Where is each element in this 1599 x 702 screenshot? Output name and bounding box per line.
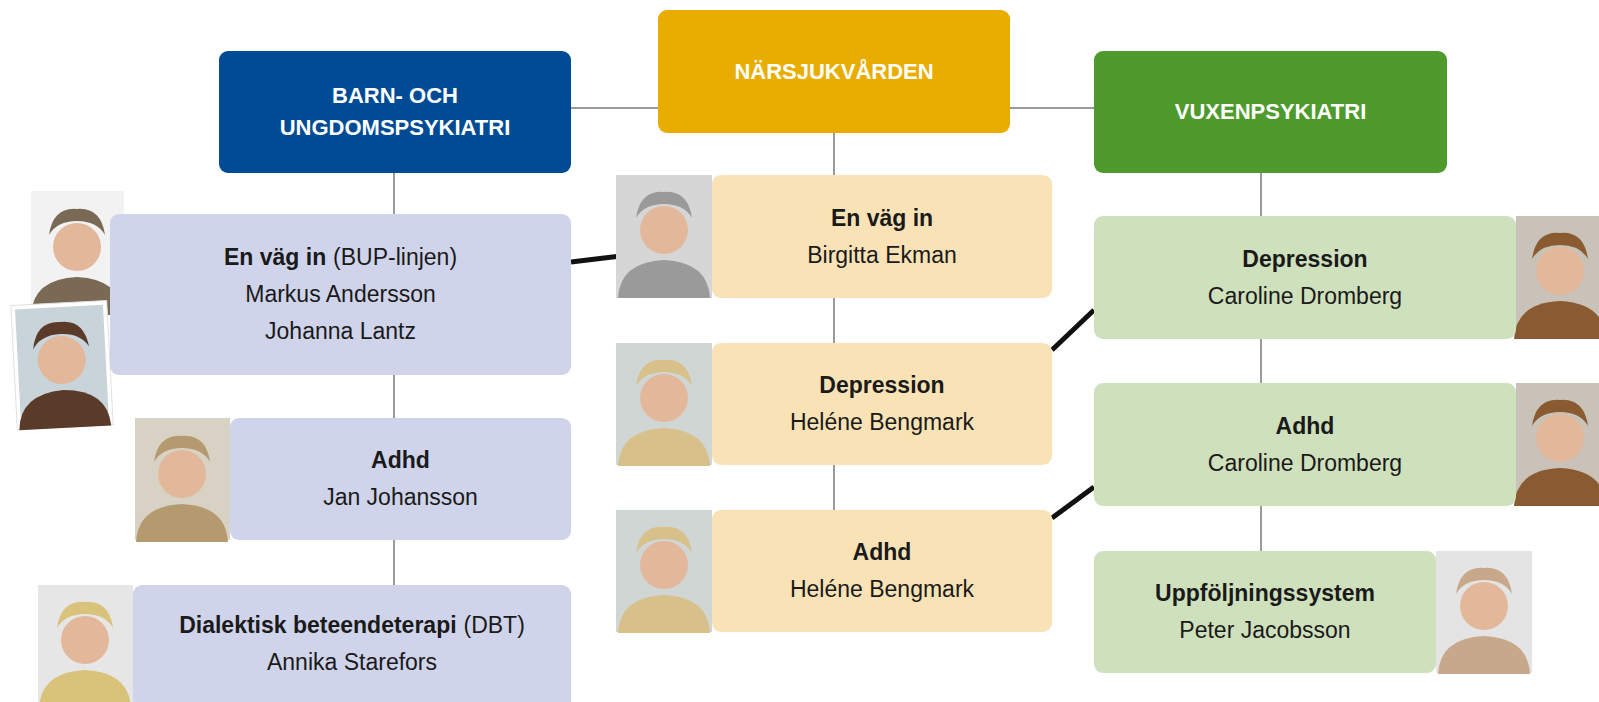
portrait-photo xyxy=(1514,216,1599,339)
header-text: BARN- OCH UNGDOMSPSYKIATRI xyxy=(280,83,511,140)
person-name: Caroline Dromberg xyxy=(1208,278,1402,315)
text-line: Dialektisk beteendeterapi (DBT) xyxy=(179,607,525,644)
hierarchy-line xyxy=(1260,339,1262,383)
process-heading: Adhd xyxy=(1276,413,1335,439)
team-box: AdhdHeléne Bengmark xyxy=(712,510,1052,632)
hierarchy-line xyxy=(571,107,658,109)
team-box: Dialektisk beteendeterapi (DBT) Annika Sta… xyxy=(133,585,571,702)
person-name: Jan Johansson xyxy=(323,479,478,516)
portrait-photo xyxy=(11,301,113,431)
process-heading: En väg in xyxy=(831,205,933,231)
heading-note: (DBT) xyxy=(463,612,524,638)
text-line: Depression xyxy=(1242,241,1367,278)
portrait-photo xyxy=(616,175,712,298)
team-box: En väg in Birgitta Ekman xyxy=(712,175,1052,298)
portrait-photo xyxy=(135,418,230,542)
team-box: AdhdCaroline Dromberg xyxy=(1094,383,1516,506)
person-name: Annika Starefors xyxy=(267,644,437,681)
portrait-photo xyxy=(38,585,133,702)
person-name: Johanna Lantz xyxy=(265,313,416,350)
person-name: Markus Andersson xyxy=(245,276,435,313)
text-line: Depression xyxy=(819,367,944,404)
heading-note: (BUP-linjen) xyxy=(333,244,457,270)
hierarchy-line xyxy=(1260,506,1262,551)
person-name: Heléne Bengmark xyxy=(790,404,974,441)
portrait-photo xyxy=(616,510,712,633)
text-line: En väg in xyxy=(831,200,933,237)
hierarchy-line xyxy=(833,133,835,175)
hierarchy-line xyxy=(833,465,835,510)
person-name: Birgitta Ekman xyxy=(807,237,957,274)
person-name: Peter Jacobsson xyxy=(1179,612,1350,649)
team-box: En väg in (BUP-linjen) Markus AnderssonJoh… xyxy=(110,214,571,375)
person-name: Caroline Dromberg xyxy=(1208,445,1402,482)
hierarchy-line xyxy=(393,375,395,418)
process-heading: En väg in xyxy=(224,244,326,270)
department-header: NÄRSJUKVÅRDEN xyxy=(658,10,1010,133)
process-heading: Adhd xyxy=(853,539,912,565)
collaboration-link xyxy=(1052,310,1094,350)
process-heading: Uppföljningssystem xyxy=(1155,580,1375,606)
process-heading: Adhd xyxy=(371,447,430,473)
text-line: Uppföljningssystem xyxy=(1155,575,1375,612)
department-header: BARN- OCH UNGDOMSPSYKIATRI xyxy=(219,51,571,173)
text-line: En väg in (BUP-linjen) xyxy=(224,239,457,276)
process-heading: Depression xyxy=(819,372,944,398)
hierarchy-line xyxy=(393,540,395,585)
header-text: NÄRSJUKVÅRDEN xyxy=(734,59,933,84)
team-box: DepressionHeléne Bengmark xyxy=(712,343,1052,465)
portrait-photo xyxy=(1514,383,1599,506)
text-line: Adhd xyxy=(853,534,912,571)
department-header: VUXENPSYKIATRI xyxy=(1094,51,1447,173)
hierarchy-line xyxy=(393,173,395,214)
person-name: Heléne Bengmark xyxy=(790,571,974,608)
collaboration-link xyxy=(1052,487,1094,518)
team-box: AdhdJan Johansson xyxy=(230,418,571,540)
portrait-photo xyxy=(616,343,712,466)
text-line: NÄRSJUKVÅRDEN xyxy=(734,56,933,88)
team-box: DepressionCaroline Dromberg xyxy=(1094,216,1516,339)
process-heading: Dialektisk beteendeterapi xyxy=(179,612,456,638)
header-text: VUXENPSYKIATRI xyxy=(1175,99,1367,124)
portrait-photo xyxy=(1436,551,1532,674)
text-line: Adhd xyxy=(1276,408,1335,445)
hierarchy-line xyxy=(1010,107,1094,109)
team-box: UppföljningssystemPeter Jacobsson xyxy=(1094,551,1436,673)
text-line: VUXENPSYKIATRI xyxy=(1175,96,1367,128)
text-line: Adhd xyxy=(371,442,430,479)
hierarchy-line xyxy=(833,298,835,343)
process-heading: Depression xyxy=(1242,246,1367,272)
hierarchy-line xyxy=(1260,173,1262,216)
text-line: BARN- OCH UNGDOMSPSYKIATRI xyxy=(233,80,557,144)
